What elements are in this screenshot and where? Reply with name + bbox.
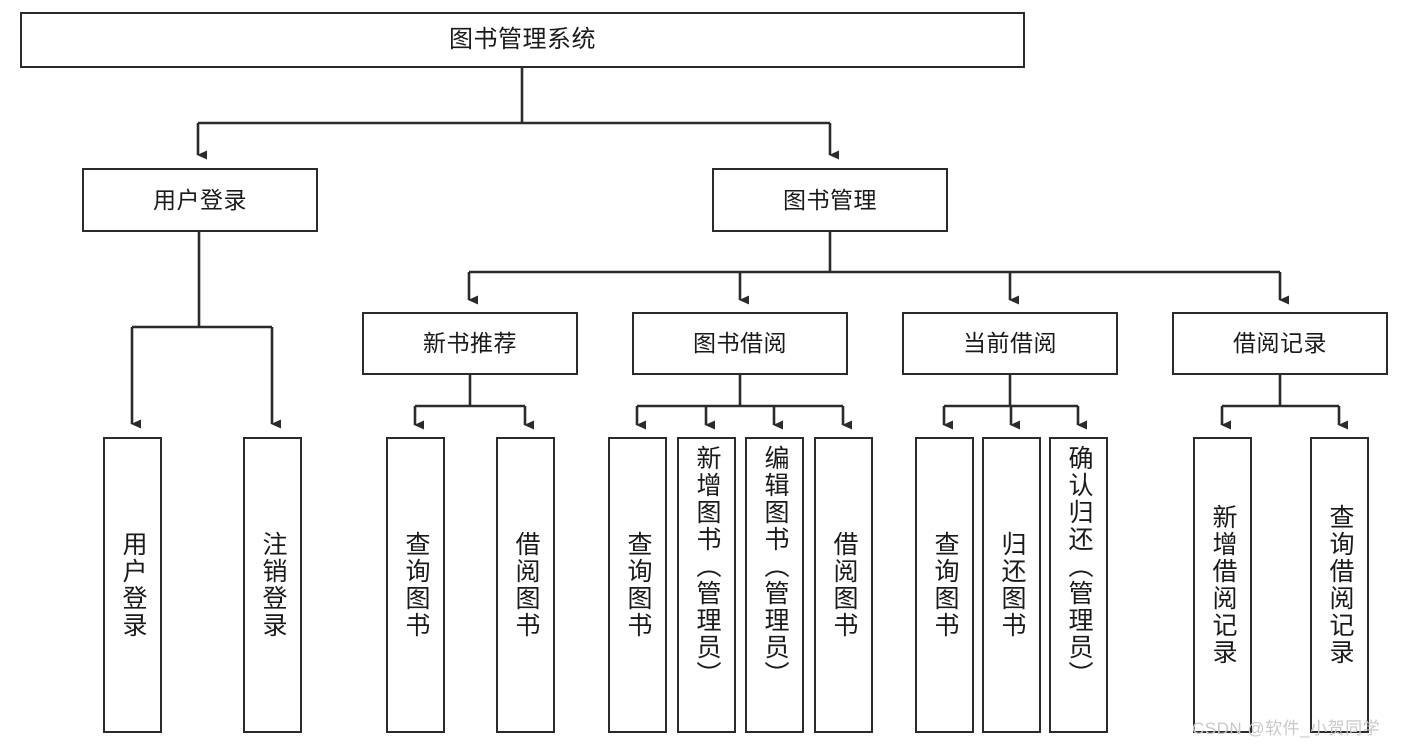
node-leaf-return-book-label: 归还图书 bbox=[998, 531, 1026, 639]
node-leaf-borrow-book-1-label: 借阅图书 bbox=[512, 531, 540, 639]
node-borrow-record-label: 借阅记录 bbox=[1233, 330, 1327, 357]
node-leaf-confirm-return[interactable]: 确认归还（管理员） bbox=[1049, 437, 1108, 733]
node-leaf-query-book-3[interactable]: 查询图书 bbox=[915, 437, 974, 733]
node-leaf-user-logout[interactable]: 注销登录 bbox=[243, 437, 302, 733]
node-user-login[interactable]: 用户登录 bbox=[82, 168, 318, 232]
node-leaf-return-book[interactable]: 归还图书 bbox=[982, 437, 1041, 733]
node-leaf-add-book-label: 新增图书（管理员） bbox=[693, 445, 721, 688]
node-leaf-edit-book[interactable]: 编辑图书（管理员） bbox=[745, 437, 804, 733]
node-root[interactable]: 图书管理系统 bbox=[20, 12, 1025, 68]
node-leaf-query-record[interactable]: 查询借阅记录 bbox=[1310, 437, 1369, 733]
node-book-borrow[interactable]: 图书借阅 bbox=[632, 312, 848, 375]
node-leaf-query-record-label: 查询借阅记录 bbox=[1326, 504, 1354, 666]
node-leaf-add-book[interactable]: 新增图书（管理员） bbox=[677, 437, 736, 733]
node-leaf-add-record[interactable]: 新增借阅记录 bbox=[1193, 437, 1252, 733]
csdn-watermark: CSDN @软件_小贺同学 bbox=[1192, 719, 1381, 738]
node-leaf-confirm-return-label: 确认归还（管理员） bbox=[1065, 445, 1093, 688]
node-book-mgmt-label: 图书管理 bbox=[783, 186, 877, 213]
node-leaf-user-login[interactable]: 用户登录 bbox=[103, 437, 162, 733]
node-leaf-user-logout-label: 注销登录 bbox=[259, 531, 287, 639]
node-new-book-rec[interactable]: 新书推荐 bbox=[362, 312, 578, 375]
node-leaf-borrow-book-1[interactable]: 借阅图书 bbox=[496, 437, 555, 733]
node-leaf-borrow-book-2[interactable]: 借阅图书 bbox=[814, 437, 873, 733]
node-book-mgmt[interactable]: 图书管理 bbox=[712, 168, 948, 232]
node-leaf-query-book-1[interactable]: 查询图书 bbox=[386, 437, 445, 733]
node-current-borrow-label: 当前借阅 bbox=[963, 330, 1057, 357]
node-leaf-query-book-1-label: 查询图书 bbox=[402, 531, 430, 639]
node-leaf-borrow-book-2-label: 借阅图书 bbox=[830, 531, 858, 639]
node-leaf-query-book-2-label: 查询图书 bbox=[624, 531, 652, 639]
node-new-book-rec-label: 新书推荐 bbox=[423, 330, 517, 357]
node-leaf-edit-book-label: 编辑图书（管理员） bbox=[761, 445, 789, 688]
node-root-label: 图书管理系统 bbox=[449, 26, 596, 54]
node-user-login-label: 用户登录 bbox=[153, 186, 247, 213]
node-book-borrow-label: 图书借阅 bbox=[693, 330, 787, 357]
node-leaf-user-login-label: 用户登录 bbox=[119, 531, 147, 639]
node-leaf-query-book-2[interactable]: 查询图书 bbox=[608, 437, 667, 733]
node-borrow-record[interactable]: 借阅记录 bbox=[1172, 312, 1388, 375]
node-leaf-add-record-label: 新增借阅记录 bbox=[1209, 504, 1237, 666]
node-leaf-query-book-3-label: 查询图书 bbox=[931, 531, 959, 639]
node-current-borrow[interactable]: 当前借阅 bbox=[902, 312, 1118, 375]
